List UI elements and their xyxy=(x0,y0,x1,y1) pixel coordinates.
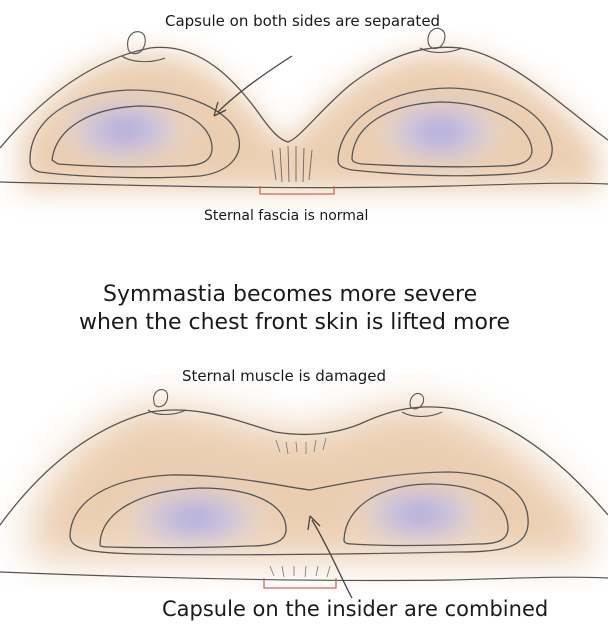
bottom-capsule-label: Capsule on the insider are combined xyxy=(162,597,549,621)
bottom-arrow-line xyxy=(311,519,353,599)
bottom-left-nipple xyxy=(147,389,187,416)
top-left-implant-glow xyxy=(55,98,195,162)
top-right-nipple xyxy=(419,27,463,54)
bottom-left-implant xyxy=(99,487,287,549)
bottom-sternal-fascia xyxy=(263,578,337,589)
bottom-chest-wall xyxy=(0,571,608,582)
top-sternal-fascia xyxy=(259,186,335,195)
top-right-implant-glow xyxy=(372,100,508,164)
bottom-right-implant-glow xyxy=(348,484,492,544)
bottom-right-implant xyxy=(343,483,509,547)
headline-line-2: when the chest front skin is lifted more xyxy=(79,310,510,335)
bottom-skin-outline xyxy=(0,406,608,526)
bottom-sternal-fibers xyxy=(269,437,331,578)
bottom-arrow-head xyxy=(307,515,321,531)
top-skin-outline xyxy=(0,46,608,149)
headline-line-1: Symmastia becomes more severe xyxy=(103,282,478,307)
top-chest-wall xyxy=(0,181,608,189)
top-arrow-head xyxy=(213,101,227,117)
top-sternal-fibers xyxy=(271,145,313,183)
bottom-right-nipple xyxy=(401,392,443,418)
bottom-combined-capsule xyxy=(69,471,529,556)
top-figure xyxy=(0,27,608,195)
bottom-left-implant-glow xyxy=(117,488,273,548)
top-left-implant xyxy=(51,105,213,168)
sternal-fascia-label: Sternal fascia is normal xyxy=(204,208,369,224)
top-right-capsule xyxy=(337,87,553,177)
bottom-figure xyxy=(0,389,608,599)
top-right-implant xyxy=(351,101,533,168)
top-capsule-label: Capsule on both sides are separated xyxy=(165,12,441,30)
top-left-capsule xyxy=(29,89,240,179)
top-left-nipple xyxy=(121,31,166,63)
top-arrow-line xyxy=(217,55,293,113)
sternal-muscle-label: Sternal muscle is damaged xyxy=(182,367,387,385)
